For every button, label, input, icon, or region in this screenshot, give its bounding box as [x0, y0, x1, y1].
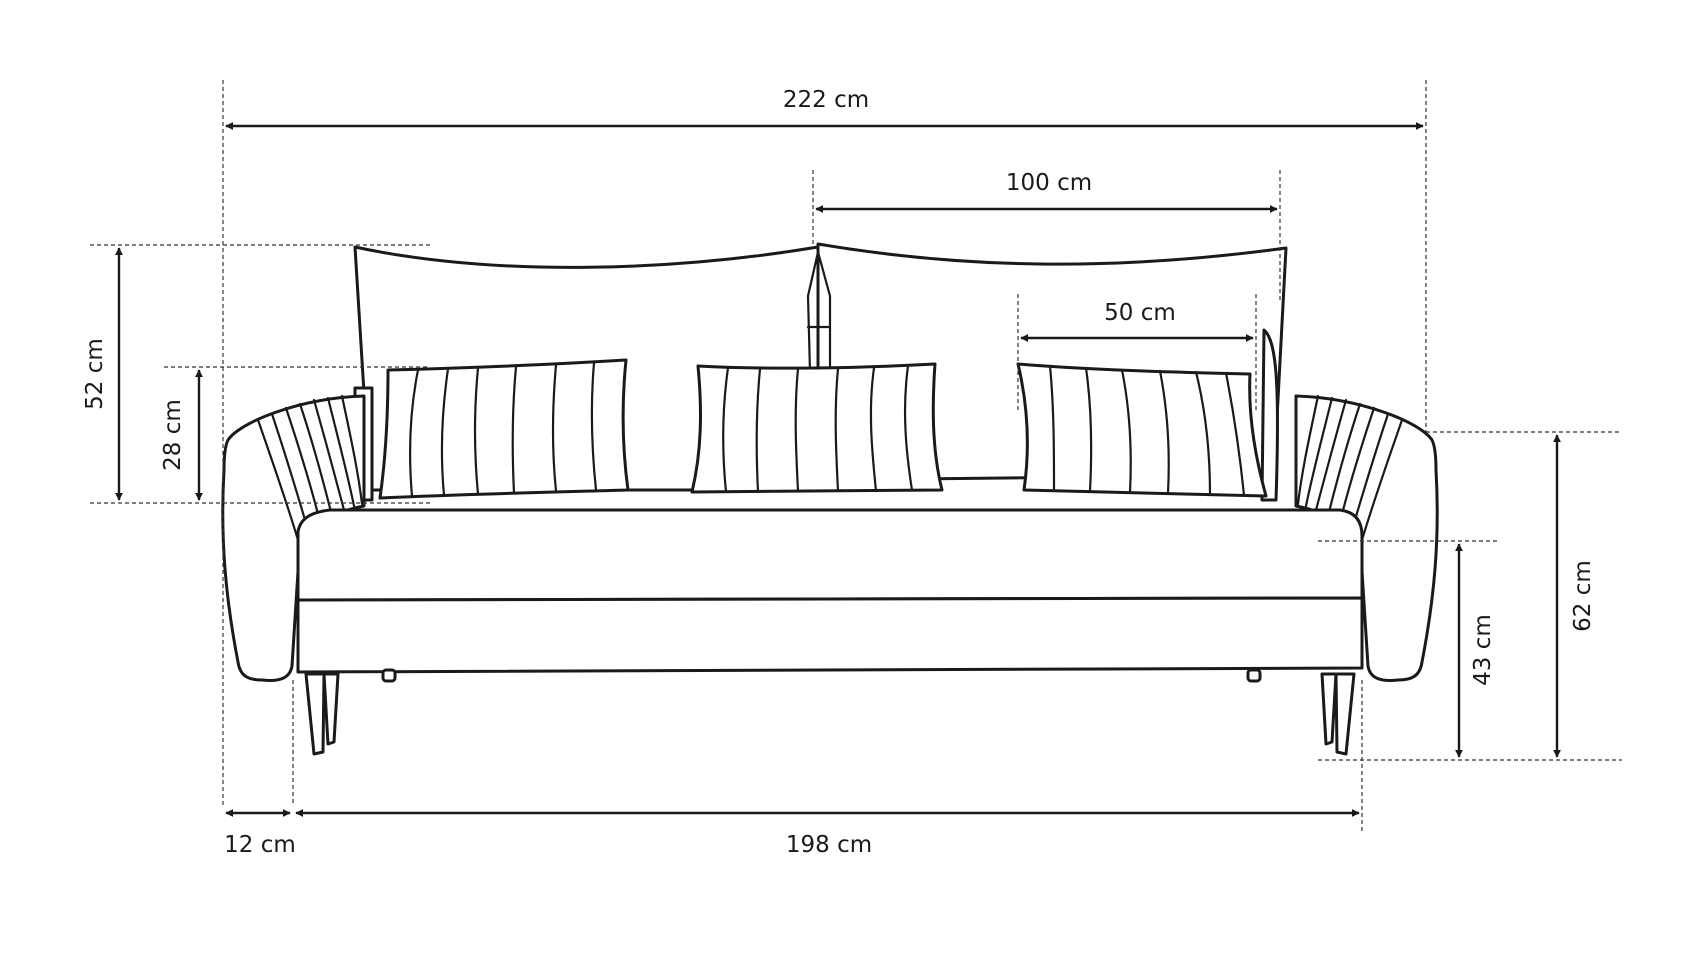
- armrest-right-channels: [1296, 394, 1404, 542]
- extension-lines: [90, 80, 1622, 832]
- dimension-labels: 222 cm 100 cm 50 cm 52 cm 28 cm 62 cm 43…: [82, 87, 1596, 858]
- pillow-width-label: 50 cm: [1104, 300, 1176, 326]
- pillow-right: [1016, 362, 1268, 498]
- leg-left-outer: [304, 672, 326, 756]
- sofa-drawing: [221, 242, 1439, 756]
- seat-cushion: [296, 508, 1364, 602]
- pillow-center: [690, 362, 944, 494]
- seat-height-label: 43 cm: [1470, 614, 1496, 686]
- armrest-right: [1294, 394, 1439, 682]
- pillow-left: [378, 358, 630, 500]
- dimension-arrows: [115, 122, 1561, 817]
- total-width-label: 222 cm: [783, 87, 869, 113]
- pillow-center-stripes: [722, 364, 914, 494]
- sofa-base: [296, 596, 1364, 674]
- back-cushion-width-label: 100 cm: [1006, 170, 1092, 196]
- leg-right-outer: [1334, 672, 1356, 756]
- leg-right-inner: [1320, 672, 1338, 746]
- armrest-left-channels: [256, 394, 364, 542]
- pillow-left-stripes: [408, 361, 598, 498]
- armrest-width-label: 12 cm: [224, 832, 296, 858]
- pillow-right-stripes: [1048, 364, 1246, 497]
- total-height-label: 62 cm: [1570, 560, 1596, 632]
- pillow-height-label: 28 cm: [160, 399, 186, 471]
- seat-width-label: 198 cm: [786, 832, 872, 858]
- back-cushion-height-label: 52 cm: [82, 338, 108, 410]
- leg-left-inner: [322, 672, 340, 746]
